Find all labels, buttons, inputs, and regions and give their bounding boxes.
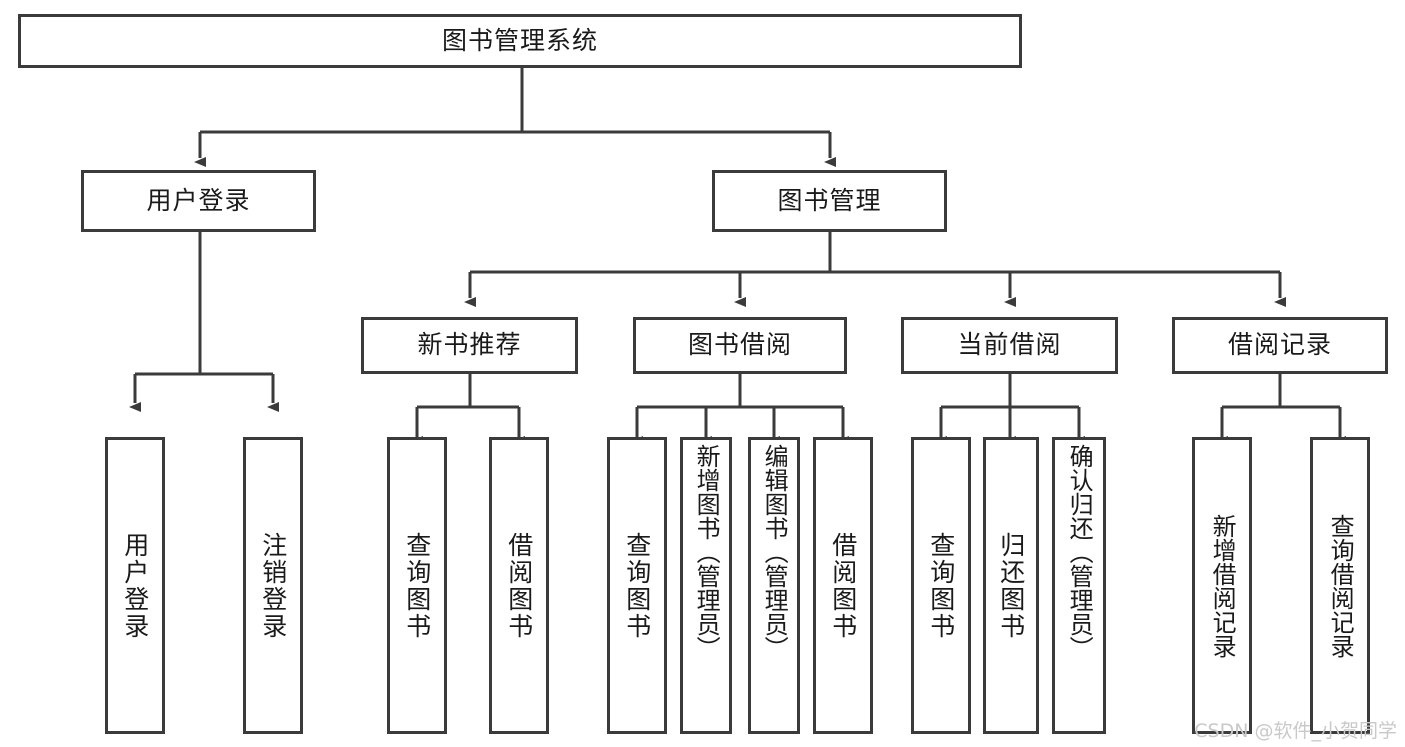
node-label: 查询借阅记录	[1326, 513, 1355, 658]
watermark: CSDN @软件_小贺同学	[1194, 720, 1397, 742]
leaf-return-book[interactable]: 归还图书	[983, 437, 1039, 734]
leaf-add-borrow-record[interactable]: 新增借阅记录	[1192, 437, 1252, 734]
node-label: 图书借阅	[687, 330, 792, 360]
leaf-confirm-return-admin[interactable]: 确认归还（管理员）	[1052, 437, 1106, 734]
node-label: 图书管理系统	[441, 25, 598, 55]
node-label: 归还图书	[996, 531, 1026, 640]
node-label: 查询图书	[926, 531, 956, 640]
leaf-query-book-current[interactable]: 查询图书	[911, 437, 971, 734]
node-label: 查询图书	[402, 531, 432, 640]
node-label: 用户登录	[146, 185, 251, 215]
node-label: 新增图书（管理员）	[692, 444, 721, 660]
leaf-user-login[interactable]: 用户登录	[105, 437, 165, 734]
leaf-borrow-book[interactable]: 借阅图书	[813, 437, 873, 734]
node-label: 新增借阅记录	[1208, 513, 1237, 658]
node-label: 图书管理	[777, 185, 882, 215]
node-label: 编辑图书（管理员）	[760, 444, 789, 660]
node-label: 当前借阅	[957, 330, 1062, 360]
node-borrow-record[interactable]: 借阅记录	[1172, 317, 1388, 374]
node-current-borrow[interactable]: 当前借阅	[901, 317, 1118, 374]
node-label: 借阅图书	[828, 531, 858, 640]
node-label: 新书推荐	[417, 330, 522, 360]
node-label: 确认归还（管理员）	[1065, 444, 1094, 660]
leaf-borrow-book-recommend[interactable]: 借阅图书	[489, 437, 549, 734]
node-root-system[interactable]: 图书管理系统	[18, 14, 1022, 68]
leaf-query-book-borrow[interactable]: 查询图书	[607, 437, 667, 734]
node-label: 查询图书	[622, 531, 652, 640]
leaf-query-borrow-record[interactable]: 查询借阅记录	[1310, 437, 1370, 734]
node-book-management[interactable]: 图书管理	[712, 170, 947, 232]
node-new-book-recommend[interactable]: 新书推荐	[361, 317, 578, 374]
node-label: 借阅记录	[1227, 330, 1332, 360]
leaf-logout-login[interactable]: 注销登录	[243, 437, 303, 734]
node-user-login[interactable]: 用户登录	[81, 170, 316, 232]
node-label: 注销登录	[258, 531, 288, 640]
node-label: 借阅图书	[504, 531, 534, 640]
leaf-edit-book-admin[interactable]: 编辑图书（管理员）	[748, 437, 800, 734]
leaf-query-book-recommend[interactable]: 查询图书	[387, 437, 447, 734]
node-book-borrow[interactable]: 图书借阅	[633, 317, 847, 374]
leaf-add-book-admin[interactable]: 新增图书（管理员）	[680, 437, 732, 734]
node-label: 用户登录	[120, 531, 150, 640]
